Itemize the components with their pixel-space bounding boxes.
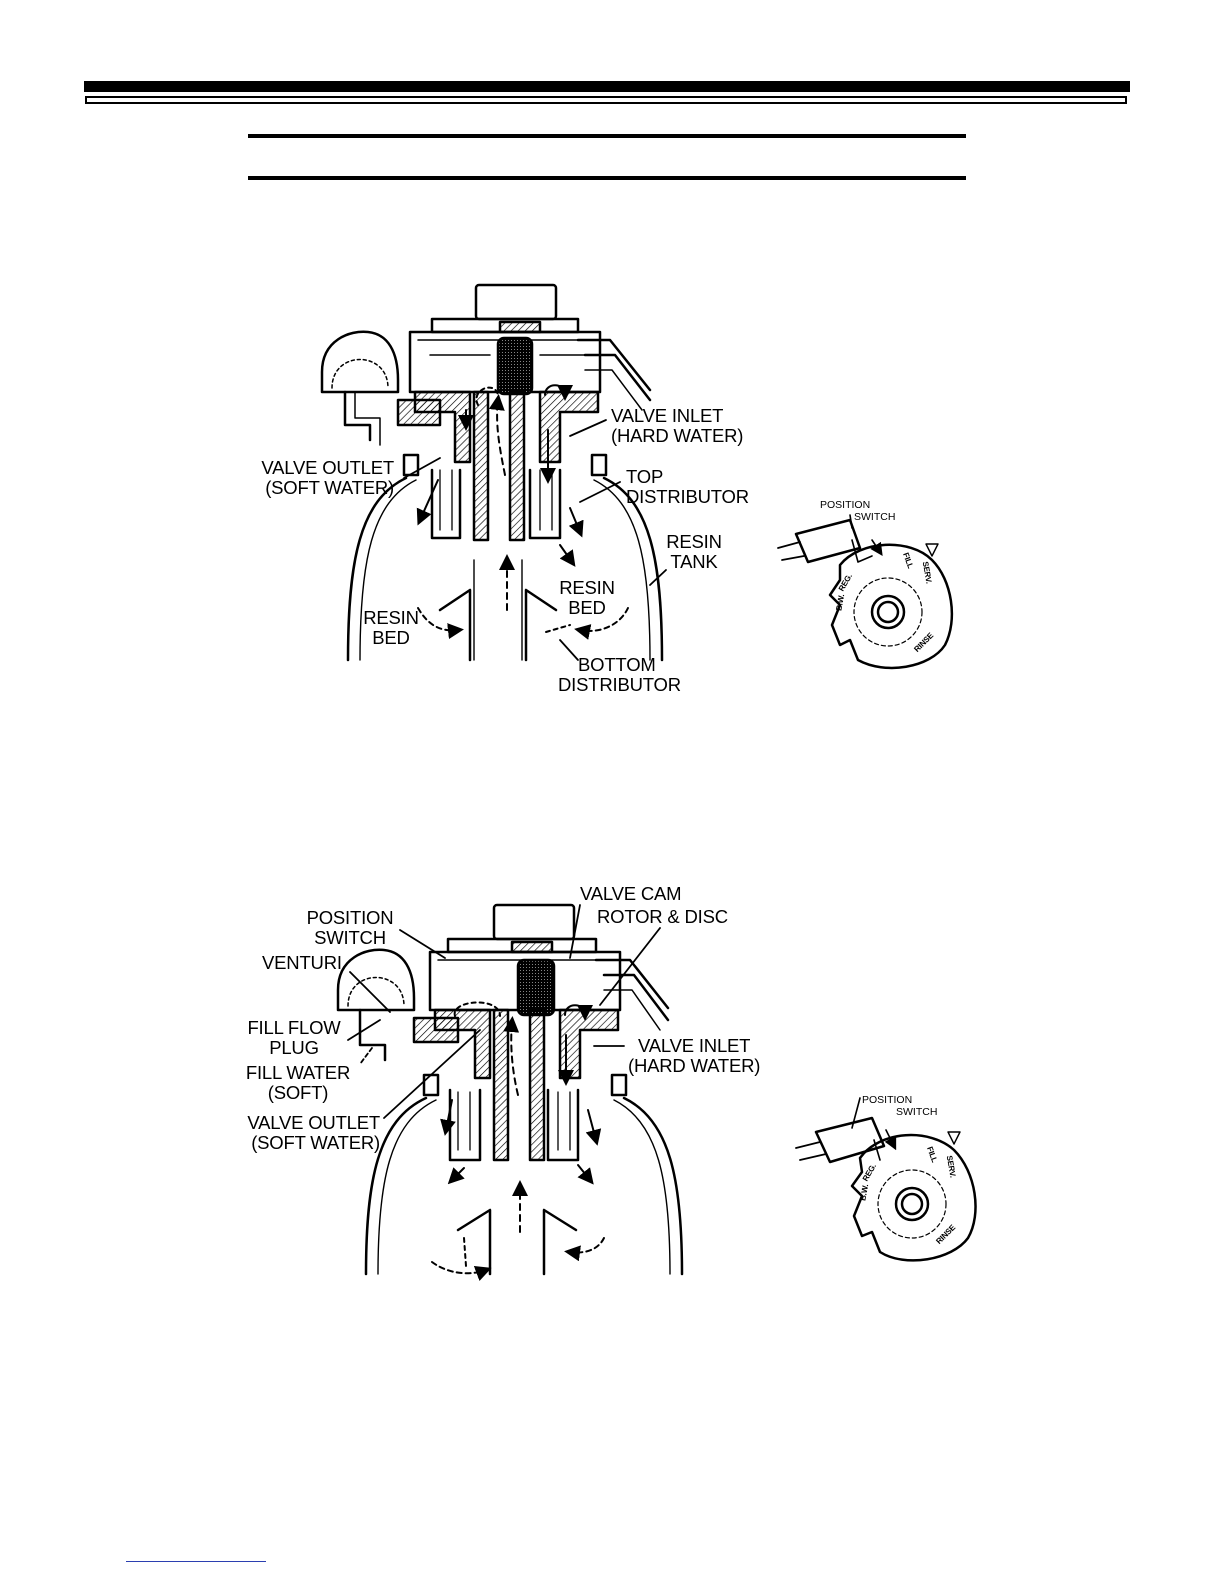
label-fill-flow-plug: FILL FLOW PLUG — [247, 1017, 341, 1058]
title-rule-top — [248, 134, 966, 138]
label-valve-inlet-top: VALVE INLET (HARD WATER) — [611, 405, 744, 446]
bottom-valve-assembly — [336, 903, 684, 1281]
label-position-switch-dial-bottom: POSITION SWITCH — [862, 1094, 938, 1118]
label-valve-cam: VALVE CAM — [580, 883, 682, 904]
label-rotor-disc: ROTOR & DISC — [597, 906, 728, 927]
label-valve-outlet-top: VALVE OUTLET (SOFT WATER) — [261, 457, 394, 498]
label-venturi: VENTURI — [262, 952, 342, 973]
label-top-distributor: TOP DISTRIBUTOR — [626, 466, 749, 507]
bottom-cam-dial — [795, 1097, 977, 1262]
top-cam-dial — [777, 514, 954, 670]
top-valve-assembly — [320, 283, 667, 662]
label-resin-bed-right: RESIN BED — [559, 577, 615, 618]
label-resin-tank: RESIN TANK — [666, 531, 722, 572]
footer-link-underline[interactable] — [126, 1561, 266, 1562]
title-rule-bottom — [248, 176, 966, 180]
label-position-switch-bottom: POSITION SWITCH — [306, 907, 394, 948]
label-resin-bed-left: RESIN BED — [363, 607, 419, 648]
label-position-switch-dial-top: POSITION SWITCH — [820, 499, 896, 523]
header-thick-bar — [84, 81, 1130, 92]
label-valve-outlet-bottom: VALVE OUTLET (SOFT WATER) — [247, 1112, 380, 1153]
header-outline-bar — [85, 96, 1127, 104]
label-valve-inlet-bottom: VALVE INLET (HARD WATER) — [628, 1035, 761, 1076]
label-fill-water: FILL WATER (SOFT) — [245, 1062, 351, 1103]
label-bottom-distributor: BOTTOM DISTRIBUTOR — [558, 654, 681, 695]
